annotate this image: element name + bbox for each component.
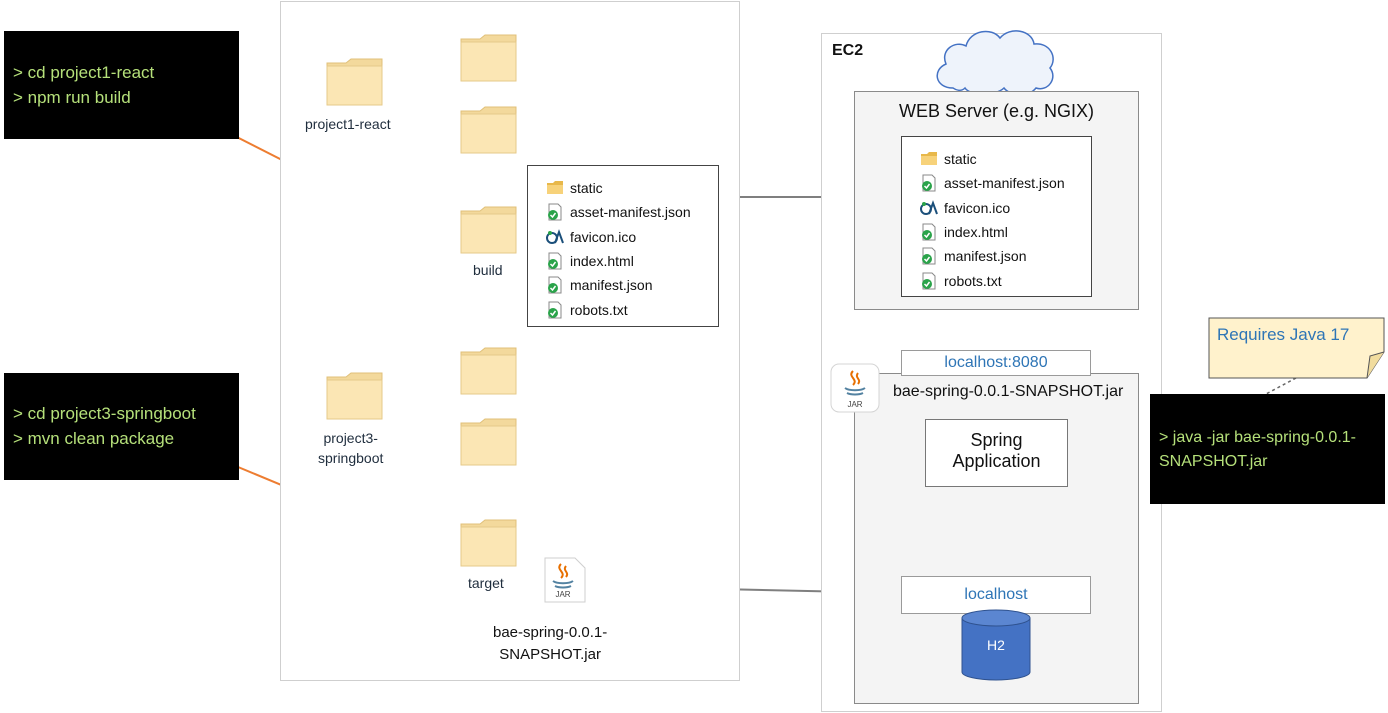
spring-app-line: Application xyxy=(952,451,1041,471)
file-item: static xyxy=(546,178,603,198)
file-name: index.html xyxy=(570,252,634,269)
terminal-spring-build: > cd project3-springboot > mvn clean pac… xyxy=(4,373,239,480)
spring-app-line: Spring xyxy=(970,430,1023,450)
ec2-jar-icon: JAR xyxy=(830,363,880,413)
port-label: localhost:8080 xyxy=(944,354,1048,371)
file-item: favicon.ico xyxy=(920,198,1010,218)
file-name: static xyxy=(944,151,977,167)
html-file-icon xyxy=(920,223,938,241)
file-name: robots.txt xyxy=(944,272,1002,289)
file-item: asset-manifest.json xyxy=(546,202,691,222)
folder-icon xyxy=(460,346,518,396)
file-item: robots.txt xyxy=(546,300,628,320)
target-folder-icon xyxy=(460,518,518,568)
database-label: H2 xyxy=(987,637,1005,653)
build-file-list: static asset-manifest.json favicon.ico inde… xyxy=(527,165,719,327)
file-item: static xyxy=(920,149,977,169)
text-file-icon xyxy=(920,272,938,290)
jar-icon-text: JAR xyxy=(555,590,571,599)
html-file-icon xyxy=(546,252,564,270)
terminal-line: > java -jar bae-spring-0.0.1- xyxy=(1159,429,1356,446)
file-item: favicon.ico xyxy=(546,227,636,247)
project1-folder-label: project1-react xyxy=(305,116,391,132)
localhost-box: localhost xyxy=(901,576,1091,614)
project3-label-line: springboot xyxy=(318,450,384,466)
terminal-line: > mvn clean package xyxy=(13,429,175,448)
web-server-title: WEB Server (e.g. NGIX) xyxy=(898,101,1095,121)
file-item: manifest.json xyxy=(920,246,1026,266)
ec2-title: EC2 xyxy=(832,42,864,59)
terminal-line: SNAPSHOT.jar xyxy=(1159,453,1268,470)
terminal-java-run: > java -jar bae-spring-0.0.1- SNAPSHOT.j… xyxy=(1150,394,1385,504)
file-item: index.html xyxy=(920,222,1008,242)
server-file-list: static asset-manifest.json favicon.ico inde… xyxy=(901,136,1092,297)
port-label-box: localhost:8080 xyxy=(901,350,1091,376)
file-item: manifest.json xyxy=(546,275,652,295)
folder-icon xyxy=(546,179,564,197)
project3-label-line: project3- xyxy=(323,430,378,446)
file-name: robots.txt xyxy=(570,301,628,318)
file-item: robots.txt xyxy=(920,271,1002,291)
folder-icon xyxy=(460,33,518,83)
folder-icon xyxy=(920,150,938,168)
text-file-icon xyxy=(546,301,564,319)
folder-icon xyxy=(326,57,384,107)
favicon-icon xyxy=(546,228,564,246)
sticky-note-text: Requires Java 17 xyxy=(1217,325,1350,344)
build-folder-icon xyxy=(460,205,518,255)
json-file-icon xyxy=(920,247,938,265)
file-name: static xyxy=(570,180,603,196)
local-jar-label: bae-spring-0.0.1- SNAPSHOT.jar xyxy=(493,622,607,666)
jar-label-line: bae-spring-0.0.1- xyxy=(493,624,608,641)
terminal-react-build: > cd project1-react > npm run build xyxy=(4,31,239,139)
file-name: manifest.json xyxy=(570,277,653,294)
file-name: asset-manifest.json xyxy=(570,204,691,221)
terminal-line: > npm run build xyxy=(13,88,131,107)
spring-application-box: Spring Application xyxy=(925,419,1068,487)
file-name: manifest.json xyxy=(944,248,1027,265)
file-item: index.html xyxy=(546,251,634,271)
file-name: favicon.ico xyxy=(944,199,1011,216)
file-name: asset-manifest.json xyxy=(944,175,1065,192)
favicon-icon xyxy=(920,199,938,217)
folder-icon xyxy=(326,371,384,421)
jar-label-line: SNAPSHOT.jar xyxy=(499,646,601,663)
folder-icon xyxy=(460,105,518,155)
jar-file-icon: JAR xyxy=(539,556,587,604)
json-file-icon xyxy=(546,203,564,221)
project3-folder-label: project3- springboot xyxy=(318,428,383,468)
ec2-jar-icon-text: JAR xyxy=(847,400,863,409)
build-folder-label: build xyxy=(473,262,503,278)
file-item: asset-manifest.json xyxy=(920,173,1065,193)
terminal-line: > cd project3-springboot xyxy=(13,404,196,423)
json-file-icon xyxy=(546,276,564,294)
file-name: index.html xyxy=(944,223,1008,240)
json-file-icon xyxy=(920,174,938,192)
file-name: favicon.ico xyxy=(570,228,637,245)
target-folder-label: target xyxy=(468,575,504,591)
terminal-line: > cd project1-react xyxy=(13,63,155,82)
folder-icon xyxy=(460,417,518,467)
ec2-jar-name: bae-spring-0.0.1-SNAPSHOT.jar xyxy=(893,383,1124,400)
localhost-label: localhost xyxy=(964,586,1028,603)
